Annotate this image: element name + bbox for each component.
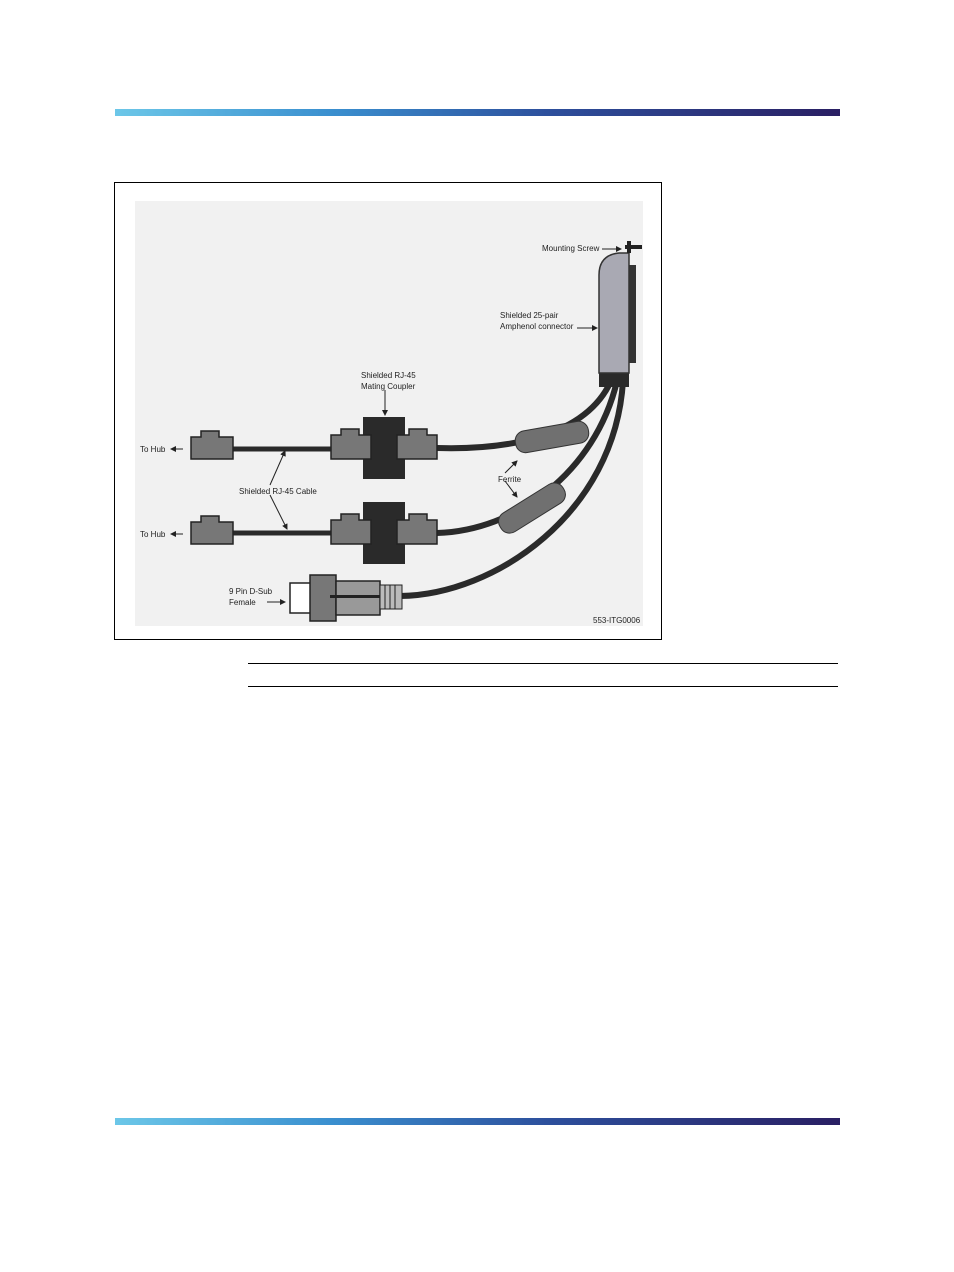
table-bottom-rule [248,686,838,687]
coupler-label-line1: Shielded RJ-45 [361,371,416,380]
header-gradient-bar [115,109,840,116]
mounting-screw-label: Mounting Screw [542,244,600,253]
figure-frame: Mounting Screw Shielded 25-pair Amphenol… [114,182,662,640]
to-hub-label-bottom: To Hub [140,530,166,539]
cable-diagram: Mounting Screw Shielded 25-pair Amphenol… [135,201,643,626]
dsub-connector [289,574,403,622]
rj45-plug-to-hub-bottom [190,515,234,545]
ferrite-bottom [498,482,566,534]
ferrite-top [514,420,590,454]
dsub-cable [397,378,626,599]
leader-arrows [170,246,622,605]
to-hub-label-top: To Hub [140,445,166,454]
mounting-screw-icon [625,241,642,253]
amphenol-label-line2: Amphenol connector [500,322,574,331]
rj45-cable-label: Shielded RJ-45 Cable [239,487,317,496]
ferrite-label: Ferrite [498,475,522,484]
amphenol-label-line1: Shielded 25-pair [500,311,559,320]
dsub-label-line1: 9 Pin D-Sub [229,587,273,596]
rj45-mating-coupler-top [330,417,438,479]
footer-gradient-bar [115,1118,840,1125]
dsub-label-line2: Female [229,598,256,607]
rj45-mating-coupler-bottom [330,502,438,564]
amphenol-connector [598,252,636,387]
figure-id: 553-ITG0006 [593,616,641,625]
table-top-rule [248,663,838,664]
coupler-label-line2: Mating Coupler [361,382,416,391]
rj45-plug-to-hub-top [190,430,234,460]
